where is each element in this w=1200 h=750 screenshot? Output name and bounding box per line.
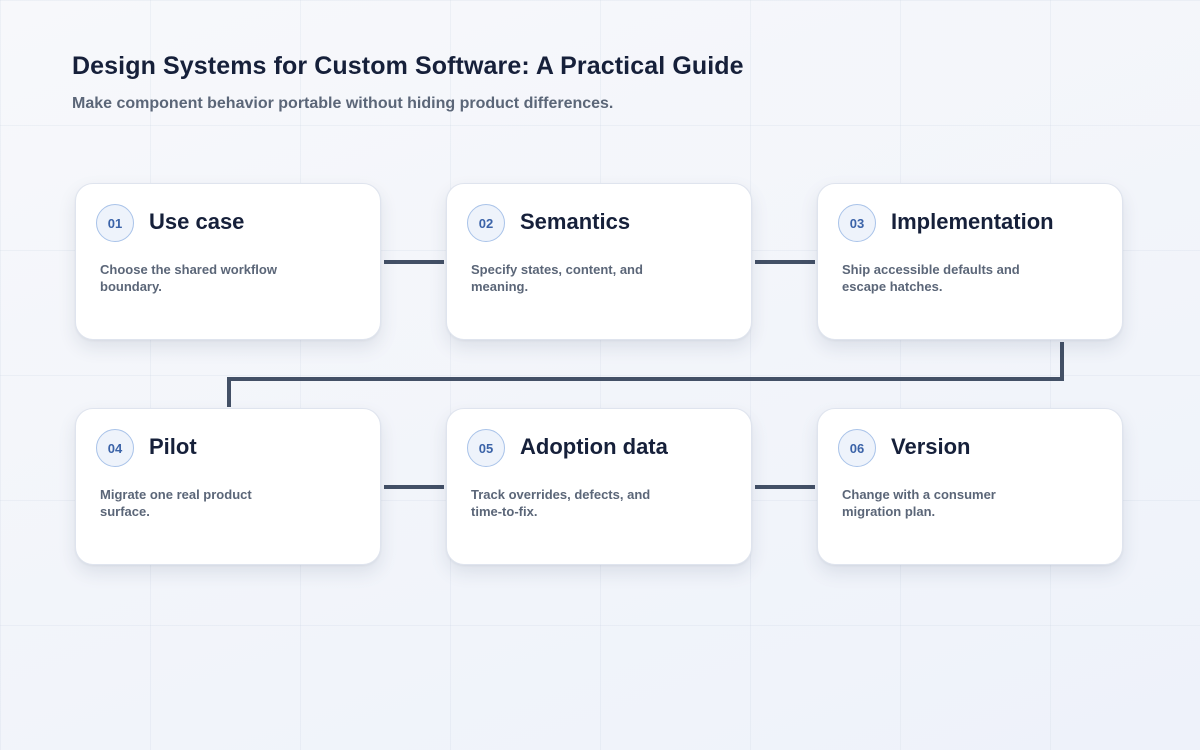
step-title: Adoption data [520,434,668,459]
step-card-adoption-data: 05 Adoption data Track overrides, defect… [446,408,752,565]
step-card-implementation: 03 Implementation Ship accessible defaul… [817,183,1123,340]
step-description: Track overrides, defects, and time-to-fi… [471,487,651,519]
step-number-badge: 01 [96,204,134,242]
page-title: Design Systems for Custom Software: A Pr… [72,52,744,80]
step-title: Version [891,434,971,459]
page-subtitle: Make component behavior portable without… [72,95,614,112]
step-title: Semantics [520,209,631,234]
step-number-badge: 02 [467,204,505,242]
step-description: Choose the shared workflow boundary. [100,262,277,294]
step-description: Change with a consumer migration plan. [842,487,996,519]
step-card-semantics: 02 Semantics Specify states, content, an… [446,183,752,340]
step-title: Implementation [891,209,1054,234]
step-number-badge: 05 [467,429,505,467]
step-description: Migrate one real product surface. [100,487,252,519]
step-description: Specify states, content, and meaning. [471,262,643,294]
step-card-version: 06 Version Change with a consumer migrat… [817,408,1123,565]
connector-3-4 [227,342,1064,407]
step-title: Pilot [149,434,197,459]
step-number-badge: 06 [838,429,876,467]
step-number-badge: 03 [838,204,876,242]
step-description: Ship accessible defaults and escape hatc… [842,262,1020,294]
step-number-badge: 04 [96,429,134,467]
step-card-use-case: 01 Use case Choose the shared workflow b… [75,183,381,340]
step-title: Use case [149,209,245,234]
step-card-pilot: 04 Pilot Migrate one real product surfac… [75,408,381,565]
